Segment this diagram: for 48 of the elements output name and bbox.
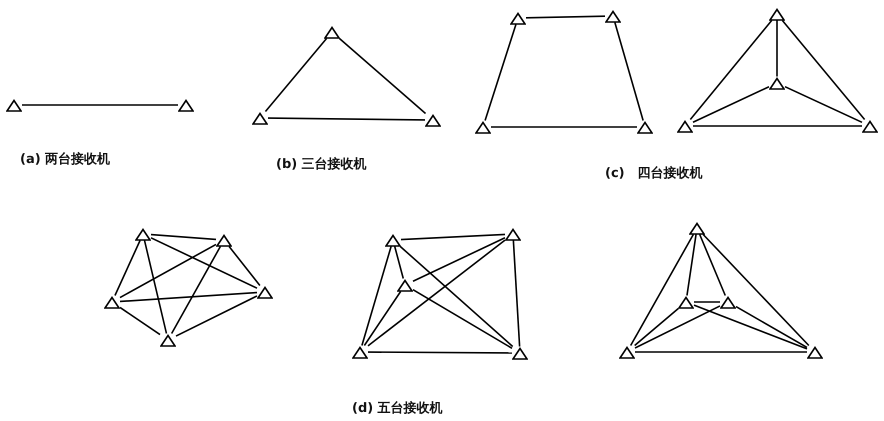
connecting-line [400,246,514,348]
connecting-line [176,295,258,337]
connecting-line [736,306,808,348]
connecting-line [144,240,168,334]
connecting-line [630,234,694,346]
connecting-line [614,22,644,121]
connecting-line [635,351,807,353]
figure-caption: (b) 三台接收机 [276,156,367,173]
connecting-line [150,234,216,240]
connecting-line [264,38,328,112]
figure-caption: (a) 两台接收机 [20,150,110,168]
connecting-line [694,301,720,303]
connecting-line [22,104,178,106]
connecting-line [150,237,258,289]
connecting-line [361,246,392,346]
connecting-line [120,306,160,336]
connecting-line [634,308,679,346]
connecting-line [368,351,512,354]
connecting-line [412,237,506,282]
connecting-line [120,244,216,298]
connecting-line [690,20,772,120]
connecting-line [368,240,506,346]
connecting-line [702,234,810,346]
connecting-line [491,126,637,128]
connecting-line [634,305,720,349]
connecting-line [484,24,517,121]
connecting-line [686,234,697,296]
connecting-line [526,15,606,19]
connecting-line [776,20,778,76]
connecting-line [170,246,222,334]
connecting-line [338,38,426,114]
figure-caption: (c) 四台接收机 [605,164,703,182]
connecting-line [694,304,808,350]
connecting-line [698,234,726,296]
connecting-line [120,292,258,302]
connecting-line [692,86,770,123]
connecting-line [114,240,141,296]
connecting-line [268,117,425,121]
connecting-line [693,125,862,127]
connecting-line [400,234,506,240]
connecting-line [364,291,402,346]
connecting-line [412,289,512,349]
connecting-line [512,240,520,347]
connecting-line [784,86,862,124]
connecting-line [228,246,260,286]
figure-caption: (d) 五台接收机 [352,400,443,417]
connecting-line [394,246,404,279]
connecting-line [782,20,866,120]
